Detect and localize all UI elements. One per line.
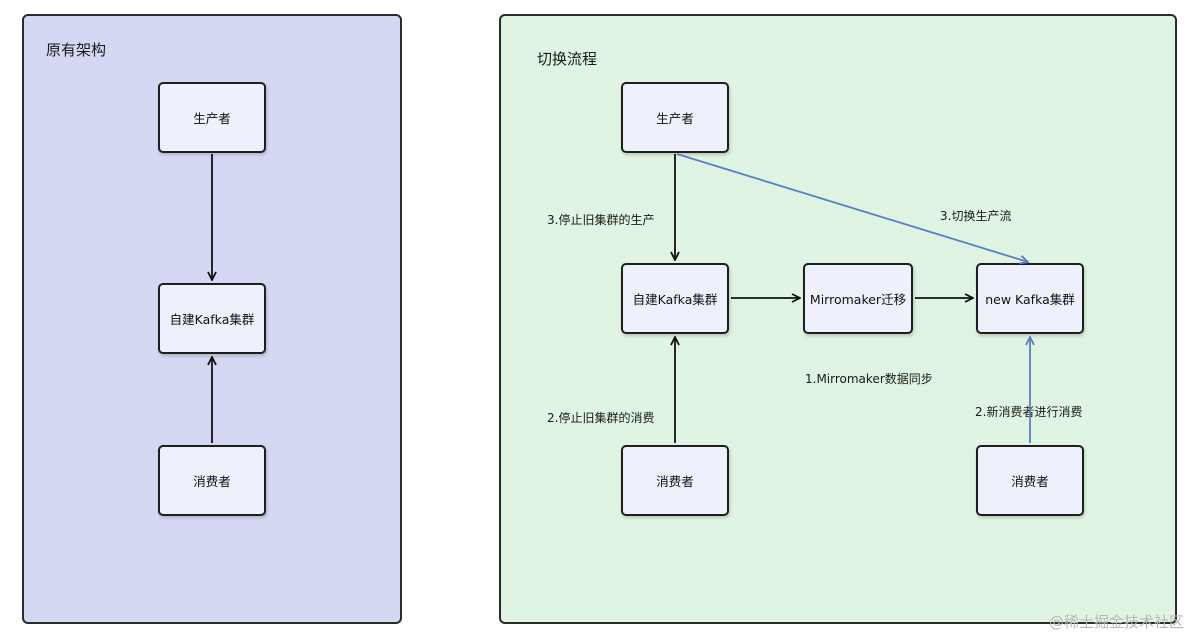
old-kafka-cluster-node: 自建Kafka集群 (621, 263, 729, 334)
left-kafka-cluster-node: 自建Kafka集群 (158, 283, 266, 354)
new-kafka-cluster-node: new Kafka集群 (976, 263, 1084, 334)
stop-old-produce-label: 3.停止旧集群的生产 (547, 213, 655, 227)
new-consumer-node: 消费者 (976, 445, 1084, 516)
mirror-sync-label: 1.Mirromaker数据同步 (805, 372, 933, 386)
watermark: @稀土掘金技术社区 (1048, 613, 1184, 631)
mirrormaker-node: Mirromaker迁移 (803, 263, 913, 334)
new-consume-label: 2.新消费者进行消费 (975, 405, 1083, 419)
old-consumer-node: 消费者 (621, 445, 729, 516)
switch-process-title: 切换流程 (537, 50, 598, 68)
switch-produce-label: 3.切换生产流 (940, 209, 1012, 223)
right-producer-node: 生产者 (621, 82, 729, 153)
left-producer-node: 生产者 (158, 82, 266, 153)
original-architecture-title: 原有架构 (46, 41, 107, 59)
stop-old-consume-label: 2.停止旧集群的消费 (547, 411, 655, 425)
left-consumer-node: 消费者 (158, 445, 266, 516)
